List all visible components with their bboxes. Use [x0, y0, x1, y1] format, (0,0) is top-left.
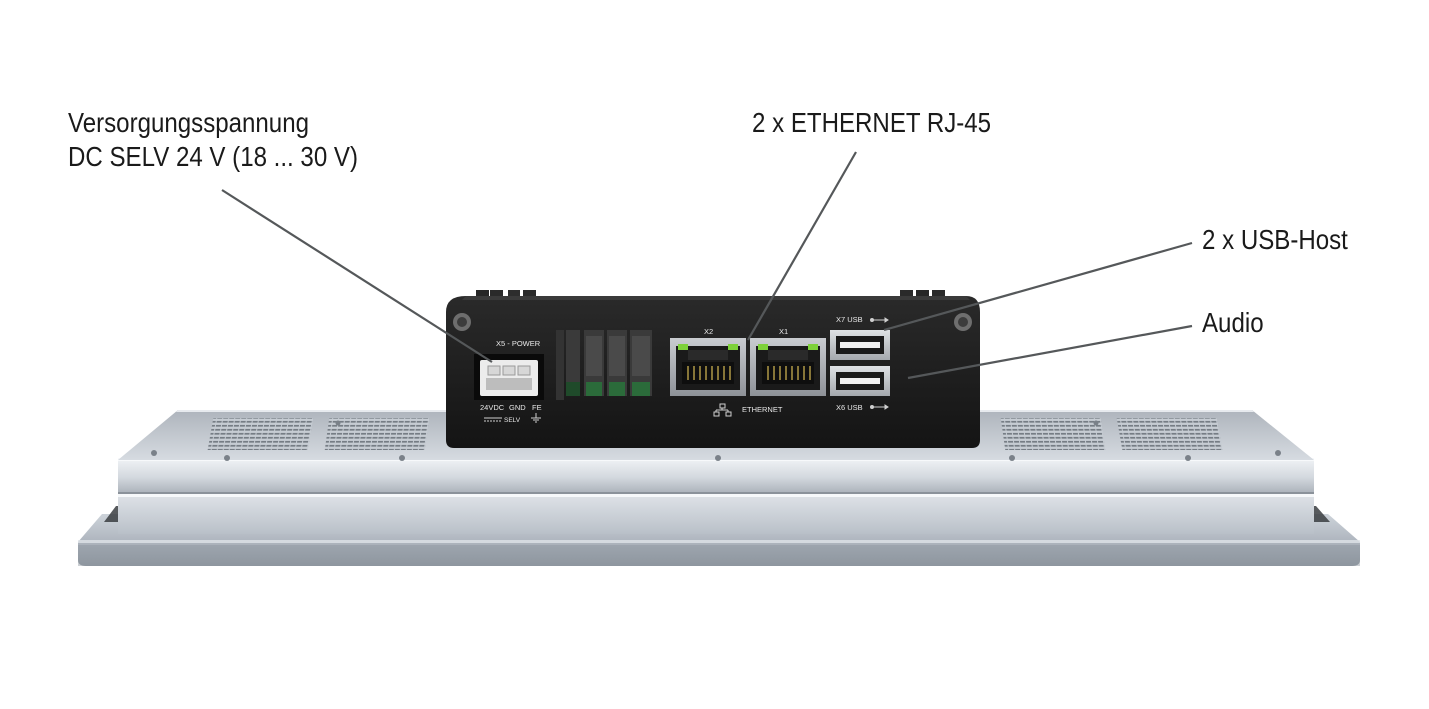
power-leader-line [221, 189, 493, 363]
usb-icon [870, 317, 889, 323]
expansion-slots [556, 330, 652, 400]
power-supply-callout-line2: DC SELV 24 V (18 ... 30 V) [68, 141, 358, 172]
eth-x1-label: X1 [779, 327, 788, 336]
pin-gnd-label: GND [509, 403, 526, 412]
power-supply-callout: Versorgungsspannung DC SELV 24 V (18 ...… [68, 106, 358, 174]
usb-ports: X7 USB X6 USB [830, 315, 890, 412]
pin-fe-label: FE [532, 403, 542, 412]
panel-enclosure [78, 410, 1360, 566]
usb-port-x7 [830, 330, 890, 360]
usb-port-x6 [830, 366, 890, 396]
power-supply-callout-line1: Versorgungsspannung [68, 107, 309, 138]
ethernet-callout: 2 x ETHERNET RJ-45 [752, 107, 992, 138]
audio-leader-line [907, 324, 1193, 380]
power-port-label: X5 - POWER [496, 339, 541, 348]
ethernet-label: ETHERNET [742, 405, 783, 414]
usb-host-callout: 2 x USB-Host [1202, 224, 1348, 255]
ground-symbol-icon [531, 413, 541, 423]
ethernet-port-x1 [750, 338, 826, 396]
pin-24vdc-label: 24VDC [480, 403, 505, 412]
usb-icon [870, 404, 889, 410]
ethernet-ports: X2 X1 [670, 327, 826, 417]
usb-x6-label: X6 USB [836, 403, 863, 412]
network-icon [713, 403, 732, 417]
ethernet-leader-line [747, 151, 857, 341]
selv-label: SELV [504, 417, 521, 424]
audio-callout: Audio [1202, 307, 1264, 338]
ethernet-port-x2 [670, 338, 746, 396]
usb-x7-label: X7 USB [836, 315, 863, 324]
callout-leader-lines [221, 151, 1193, 380]
eth-x2-label: X2 [704, 327, 713, 336]
usb-leader-line [883, 241, 1193, 332]
power-connector: X5 - POWER 24VDC GND FE SELV [474, 339, 544, 424]
